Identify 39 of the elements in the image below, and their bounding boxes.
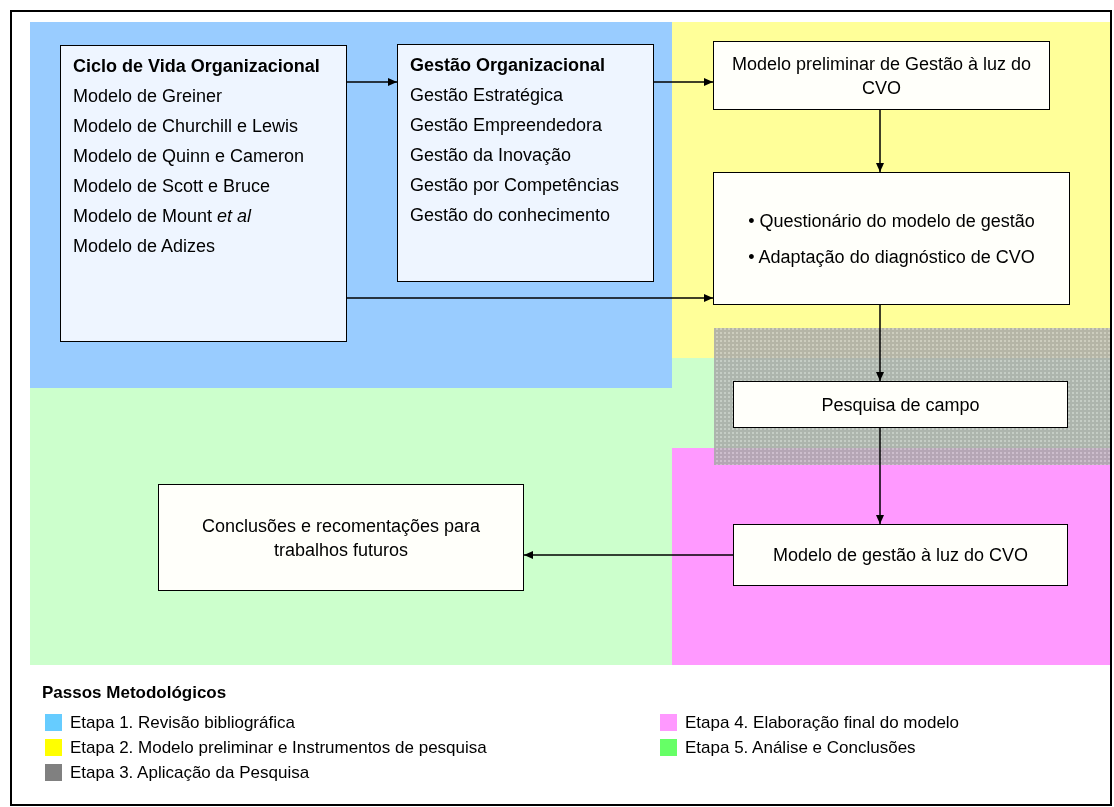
box-heading: Ciclo de Vida Organizacional — [73, 55, 321, 78]
legend-text: Etapa 5. Análise e Conclusões — [685, 737, 916, 759]
arrow — [653, 78, 714, 86]
process-box — [60, 45, 347, 342]
process-box — [713, 41, 1050, 110]
box-text: Conclusões e recomentações para trabalhos futuros — [200, 514, 482, 562]
arrow — [346, 294, 714, 302]
arrow — [876, 427, 884, 525]
box-text: • Questionário do modelo de gestão — [748, 209, 1035, 233]
box-text: Modelo de Quinn e Cameron — [73, 145, 306, 168]
arrow — [876, 304, 884, 382]
box-text: Modelo de Scott e Bruce — [73, 175, 272, 198]
legend-text: Etapa 3. Aplicação da Pesquisa — [70, 762, 310, 784]
box-text: • Adaptação do diagnóstico de CVO — [748, 245, 1035, 269]
arrow — [523, 551, 734, 559]
box-heading: Gestão Organizacional — [410, 54, 607, 77]
box-text: Pesquisa de campo — [821, 393, 980, 417]
process-box — [733, 381, 1068, 428]
box-text: Gestão da Inovação — [410, 144, 573, 167]
process-box — [397, 44, 654, 282]
box-text: Modelo de Adizes — [73, 235, 217, 258]
box-text: Gestão Estratégica — [410, 84, 565, 107]
box-text: Gestão do conhecimento — [410, 204, 612, 227]
arrow — [876, 109, 884, 173]
legend-text: Etapa 1. Revisão bibliográfica — [70, 712, 295, 734]
box-text: Modelo de Greiner — [73, 85, 224, 108]
box-text: Gestão Empreendedora — [410, 114, 604, 137]
legend-title: Passos Metodológicos — [42, 682, 227, 704]
arrow — [346, 78, 398, 86]
legend-text: Etapa 4. Elaboração final do modelo — [685, 712, 960, 734]
process-box — [158, 484, 524, 591]
box-text: Modelo preliminar de Gestão à luz do CVO — [730, 52, 1033, 100]
box-text: Modelo de Churchill e Lewis — [73, 115, 300, 138]
legend-text: Etapa 2. Modelo preliminar e Instrumentos de pesquisa — [70, 737, 487, 759]
process-box — [733, 524, 1068, 586]
box-text: Modelo de gestão à luz do CVO — [772, 544, 1029, 567]
box-text: Gestão por Competências — [410, 174, 621, 197]
process-box — [713, 172, 1070, 305]
box-text: Modelo de Mount et al — [73, 205, 253, 228]
